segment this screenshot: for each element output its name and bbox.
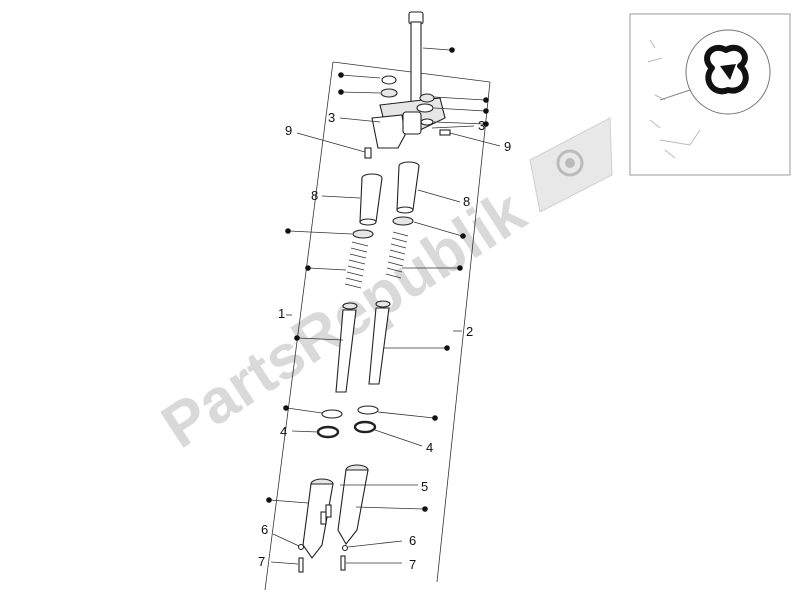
fork-slider-right [337, 464, 428, 545]
spring-right [385, 231, 463, 279]
fork-slider-left [266, 478, 334, 559]
svg-text:4: 4 [426, 440, 433, 455]
svg-text:8: 8 [463, 194, 470, 209]
label-3-left: 3 [328, 110, 381, 125]
washers [283, 405, 438, 421]
svg-text:7: 7 [258, 554, 265, 569]
gear-flag-icon [529, 117, 613, 213]
label-2: 2 [453, 324, 473, 339]
inset-panel [629, 13, 791, 176]
circlip-right: 4 [353, 420, 433, 455]
washer-6-right: 6 [341, 533, 416, 552]
svg-text:3: 3 [328, 110, 335, 125]
svg-text:9: 9 [504, 139, 511, 154]
trefoil-logo-icon [685, 29, 771, 115]
svg-text:3: 3 [478, 118, 485, 133]
right-bearing-set [416, 93, 489, 127]
svg-text:7: 7 [409, 557, 416, 572]
fork-cap-left: 8 [311, 173, 383, 226]
screw-7-left: 7 [258, 554, 304, 573]
washer-6-left: 6 [261, 522, 305, 551]
watermark: PartsRepublik [150, 117, 613, 462]
screw-9-right: 9 [439, 129, 511, 154]
svg-text:6: 6 [261, 522, 268, 537]
svg-text:9: 9 [285, 123, 292, 138]
left-bearing-set [338, 72, 398, 98]
circlip-left: 4 [280, 424, 340, 439]
label-1: 1 [278, 306, 292, 321]
svg-text:6: 6 [409, 533, 416, 548]
label-3-right: 3 [431, 118, 485, 133]
fork-cap-right: 8 [396, 161, 470, 214]
bolt-5: 5 [320, 479, 428, 525]
svg-text:1: 1 [278, 306, 285, 321]
svg-text:5: 5 [421, 479, 428, 494]
svg-text:8: 8 [311, 188, 318, 203]
spring-seats [285, 216, 466, 239]
screw-9-left: 9 [285, 123, 372, 159]
spring-left [305, 241, 369, 289]
inner-tube-left [294, 302, 358, 393]
inner-tube-right [368, 300, 450, 385]
svg-text:4: 4 [280, 424, 287, 439]
svg-text:2: 2 [466, 324, 473, 339]
screw-7-right: 7 [340, 555, 416, 572]
